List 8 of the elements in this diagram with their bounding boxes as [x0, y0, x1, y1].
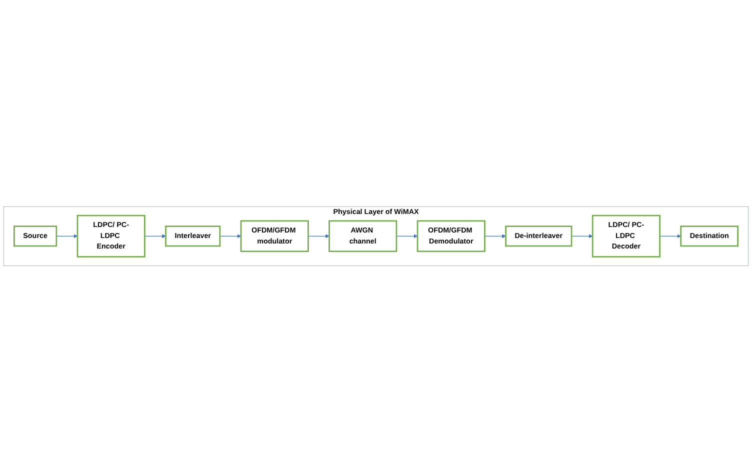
- arrow: [220, 234, 242, 238]
- arrow: [396, 234, 418, 238]
- arrow: [571, 234, 593, 238]
- arrow: [144, 234, 166, 238]
- arrow: [56, 234, 78, 238]
- arrow: [308, 234, 330, 238]
- arrow: [484, 234, 506, 238]
- arrow: [659, 234, 682, 238]
